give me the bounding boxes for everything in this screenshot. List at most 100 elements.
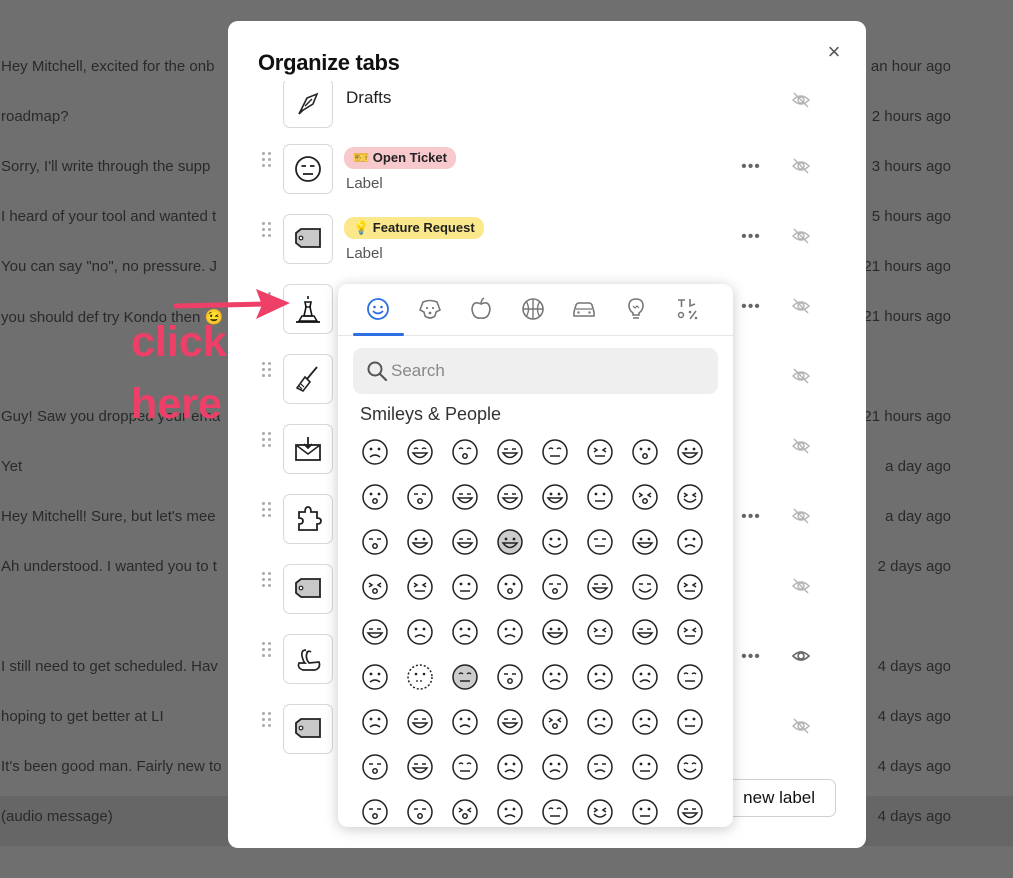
apple-icon[interactable] bbox=[468, 296, 494, 322]
car-icon[interactable] bbox=[571, 296, 597, 322]
emoji-cold[interactable] bbox=[630, 752, 660, 782]
tab-row[interactable] bbox=[228, 354, 866, 424]
inbox-row[interactable]: roadmap?2 hours ago bbox=[0, 96, 1013, 146]
tab-icon-button[interactable] bbox=[283, 564, 333, 614]
emoji-squinting[interactable] bbox=[540, 437, 570, 467]
emoji-sleepy[interactable] bbox=[540, 707, 570, 737]
emoji-in-clouds[interactable] bbox=[450, 662, 480, 692]
emoji-partying[interactable] bbox=[495, 797, 525, 827]
tab-row[interactable] bbox=[228, 564, 866, 634]
emoji-search[interactable] bbox=[353, 348, 718, 394]
eye-slash-icon[interactable] bbox=[790, 295, 812, 317]
emoji-grinning-big-eyes[interactable] bbox=[405, 437, 435, 467]
eye-slash-icon[interactable] bbox=[790, 89, 812, 111]
emoji-zany[interactable] bbox=[450, 572, 480, 602]
tab-row[interactable]: ••• bbox=[228, 634, 866, 704]
emoji-smirking[interactable] bbox=[540, 662, 570, 692]
emoji-no-mouth[interactable] bbox=[360, 662, 390, 692]
drag-handle-icon[interactable] bbox=[262, 642, 274, 660]
drag-handle-icon[interactable] bbox=[262, 502, 274, 520]
eye-slash-icon[interactable] bbox=[790, 715, 812, 737]
eye-slash-icon[interactable] bbox=[790, 575, 812, 597]
drag-handle-icon[interactable] bbox=[262, 572, 274, 590]
emoji-clouds-face[interactable] bbox=[495, 662, 525, 692]
eye-slash-icon[interactable] bbox=[790, 225, 812, 247]
emoji-smiling-eyes[interactable] bbox=[540, 482, 570, 512]
basketball-icon[interactable] bbox=[520, 296, 546, 322]
emoji-vomiting[interactable] bbox=[495, 752, 525, 782]
emoji-shushing[interactable] bbox=[405, 617, 435, 647]
emoji-shaking[interactable] bbox=[405, 707, 435, 737]
tab-row[interactable] bbox=[228, 704, 866, 774]
more-options-button[interactable]: ••• bbox=[741, 228, 761, 245]
emoji-heart-eyes[interactable] bbox=[675, 482, 705, 512]
emoji-spiral-eyes[interactable] bbox=[405, 797, 435, 827]
emoji-thermometer[interactable] bbox=[360, 752, 390, 782]
emoji-sneezing[interactable] bbox=[540, 752, 570, 782]
emoji-bandage[interactable] bbox=[405, 752, 435, 782]
tab-icon-button[interactable] bbox=[283, 81, 333, 128]
tab-icon-button[interactable] bbox=[283, 284, 333, 334]
emoji-tongue[interactable] bbox=[360, 572, 390, 602]
emoji-kissing[interactable] bbox=[450, 527, 480, 557]
emoji-zipper-mouth[interactable] bbox=[540, 617, 570, 647]
emoji-search-input[interactable] bbox=[391, 357, 701, 385]
tab-row[interactable]: ••• bbox=[228, 284, 866, 354]
tab-row[interactable]: Drafts bbox=[228, 81, 866, 148]
emoji-hand-over-mouth[interactable] bbox=[630, 572, 660, 602]
dog-icon[interactable] bbox=[417, 296, 443, 322]
tab-icon-button[interactable] bbox=[283, 214, 333, 264]
emoji-kissing-closed-eyes[interactable] bbox=[585, 527, 615, 557]
eye-slash-icon[interactable] bbox=[790, 505, 812, 527]
emoji-slightly-smiling[interactable] bbox=[360, 482, 390, 512]
emoji-savoring[interactable] bbox=[675, 527, 705, 557]
emoji-exhaling[interactable] bbox=[360, 707, 390, 737]
emoji-smiling-drop[interactable] bbox=[630, 527, 660, 557]
emoji-drooling[interactable] bbox=[585, 707, 615, 737]
emoji-blowing-kiss[interactable] bbox=[405, 527, 435, 557]
emoji-squinting-tongue[interactable] bbox=[495, 572, 525, 602]
emoji-unamused[interactable] bbox=[585, 662, 615, 692]
tab-icon-button[interactable] bbox=[283, 704, 333, 754]
more-options-button[interactable]: ••• bbox=[741, 648, 761, 665]
smiley-icon[interactable] bbox=[365, 296, 391, 322]
emoji-grinning[interactable] bbox=[360, 437, 390, 467]
emoji-grinning-sweat[interactable] bbox=[585, 437, 615, 467]
emoji-sleeping[interactable] bbox=[630, 707, 660, 737]
tab-icon-button[interactable] bbox=[283, 354, 333, 404]
drag-handle-icon[interactable] bbox=[262, 712, 274, 730]
emoji-thinking[interactable] bbox=[450, 617, 480, 647]
emoji-tears-of-joy[interactable] bbox=[675, 437, 705, 467]
emoji-relieved[interactable] bbox=[450, 707, 480, 737]
emoji-star-struck[interactable] bbox=[360, 527, 390, 557]
emoji-smiling-tear[interactable] bbox=[495, 527, 525, 557]
drag-handle-icon[interactable] bbox=[262, 362, 274, 380]
emoji-mask[interactable] bbox=[675, 707, 705, 737]
tab-icon-button[interactable] bbox=[283, 634, 333, 684]
symbols-icon[interactable] bbox=[674, 296, 700, 322]
emoji-cowboy[interactable] bbox=[450, 797, 480, 827]
emoji-sunglasses[interactable] bbox=[585, 797, 615, 827]
more-options-button[interactable]: ••• bbox=[741, 158, 761, 175]
eye-slash-icon[interactable] bbox=[790, 155, 812, 177]
emoji-upside-down[interactable] bbox=[405, 482, 435, 512]
emoji-open-eyes-hand[interactable] bbox=[675, 572, 705, 602]
emoji-dotted-line[interactable] bbox=[405, 662, 435, 692]
emoji-hot[interactable] bbox=[585, 752, 615, 782]
emoji-kissing-smiling-eyes[interactable] bbox=[540, 527, 570, 557]
emoji-grinning-smiling-eyes[interactable] bbox=[450, 437, 480, 467]
tab-icon-button[interactable] bbox=[283, 424, 333, 474]
emoji-rolling-laughing[interactable] bbox=[630, 437, 660, 467]
emoji-halo[interactable] bbox=[585, 482, 615, 512]
drag-handle-icon[interactable] bbox=[262, 152, 274, 170]
